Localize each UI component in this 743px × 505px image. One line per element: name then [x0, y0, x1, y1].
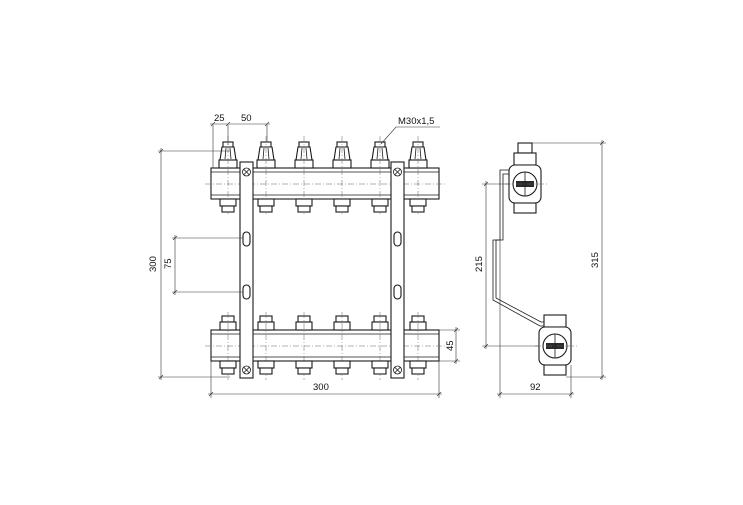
dimension-bar-height: 45 [439, 327, 460, 364]
dimension-side-depth: 92 [497, 240, 574, 398]
lower-outlet-fittings [219, 360, 427, 375]
valve-head [332, 136, 352, 214]
dimension-side-height: 315 [532, 140, 606, 380]
outlet-fitting [219, 198, 237, 213]
outlet-fitting [333, 198, 351, 213]
outlet-fitting [409, 198, 427, 213]
outlet-fitting [219, 360, 237, 375]
side-lower-body [535, 314, 577, 376]
dim-label-25: 25 [214, 113, 225, 124]
valve-head [294, 136, 314, 214]
right-bracket [390, 161, 405, 379]
outlet-fitting [409, 360, 427, 375]
dim-label-50: 50 [241, 113, 252, 124]
left-bracket [239, 161, 254, 379]
thread-callout: M30x1,5 [380, 116, 440, 145]
dimension-slot-spacing: 75 [163, 235, 243, 295]
outlet-fitting [295, 198, 313, 213]
dimension-outlet-pitch: 25 50 [210, 113, 270, 168]
side-view: 215 315 92 [474, 140, 606, 398]
dim-label-300-height: 300 [148, 256, 159, 272]
dim-label-215: 215 [474, 256, 485, 272]
dim-label-92: 92 [530, 382, 541, 393]
outlet-fitting [371, 198, 389, 213]
dimension-overall-width: 300 [208, 361, 442, 398]
outlet-fitting [333, 360, 351, 375]
upper-outlet-fittings [219, 198, 427, 213]
side-upper-body [505, 142, 547, 214]
side-bracket [492, 169, 548, 327]
dimension-overall-height: 300 [148, 148, 230, 380]
upper-outlets-with-valves [218, 136, 428, 214]
thread-label: M30x1,5 [398, 116, 434, 127]
valve-head [256, 136, 276, 214]
valve-head [370, 136, 390, 214]
dimension-axis-distance: 215 [474, 181, 539, 349]
dim-label-75: 75 [163, 258, 174, 269]
lower-outlet-caps [219, 312, 427, 380]
dim-label-315: 315 [590, 252, 601, 268]
outlet-fitting [371, 360, 389, 375]
outlet-fitting [257, 360, 275, 375]
valve-head [408, 136, 428, 214]
dim-label-45: 45 [445, 340, 456, 351]
outlet-fitting [257, 198, 275, 213]
dim-label-300-width: 300 [313, 382, 329, 393]
front-view: 25 50 M30x1,5 300 75 [148, 113, 460, 398]
outlet-fitting [295, 360, 313, 375]
